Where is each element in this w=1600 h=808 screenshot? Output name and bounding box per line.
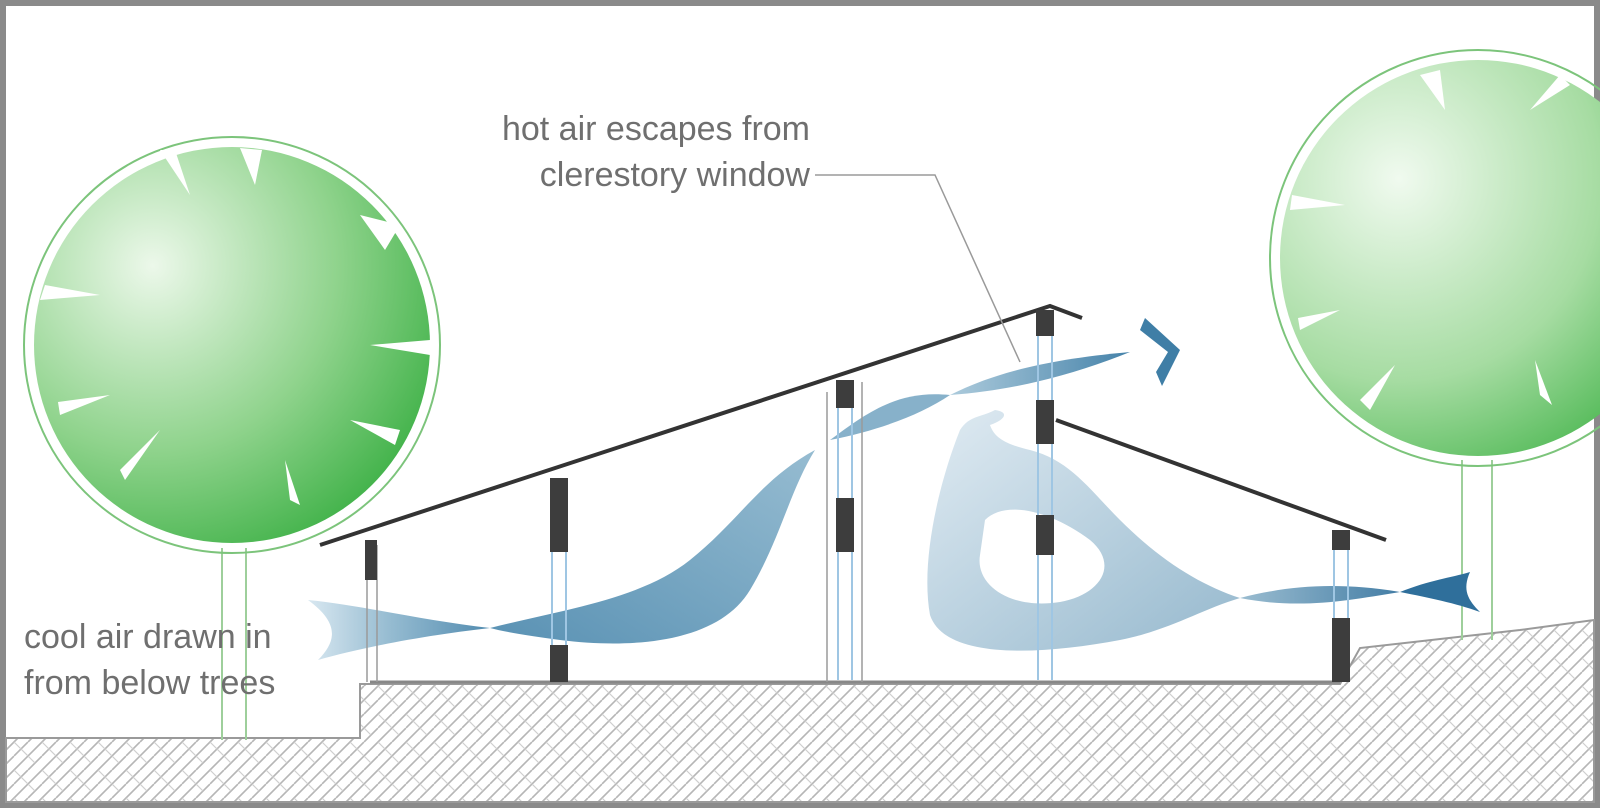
window-glazing <box>551 336 1349 680</box>
ground <box>5 618 1595 803</box>
cool-air-annotation-line1: cool air drawn in <box>24 618 272 656</box>
structural-posts <box>365 310 1350 682</box>
hot-air-annotation: hot air escapes from clerestory window <box>470 106 810 198</box>
airflow-cool-intake <box>308 450 815 660</box>
hot-air-annotation-line2: clerestory window <box>539 156 810 194</box>
cool-air-annotation: cool air drawn in from below trees <box>24 614 275 706</box>
airflow-recirculation-loop <box>927 410 1240 651</box>
hot-air-annotation-line1: hot air escapes from <box>501 110 810 148</box>
cool-air-annotation-line2: from below trees <box>24 664 276 702</box>
airflow-outflow <box>1240 572 1480 612</box>
airflow-hot-escape <box>830 318 1180 440</box>
leader-line <box>815 174 1021 363</box>
left-tree-icon <box>23 136 441 740</box>
right-tree-icon <box>1269 49 1600 640</box>
roof <box>319 303 1387 547</box>
